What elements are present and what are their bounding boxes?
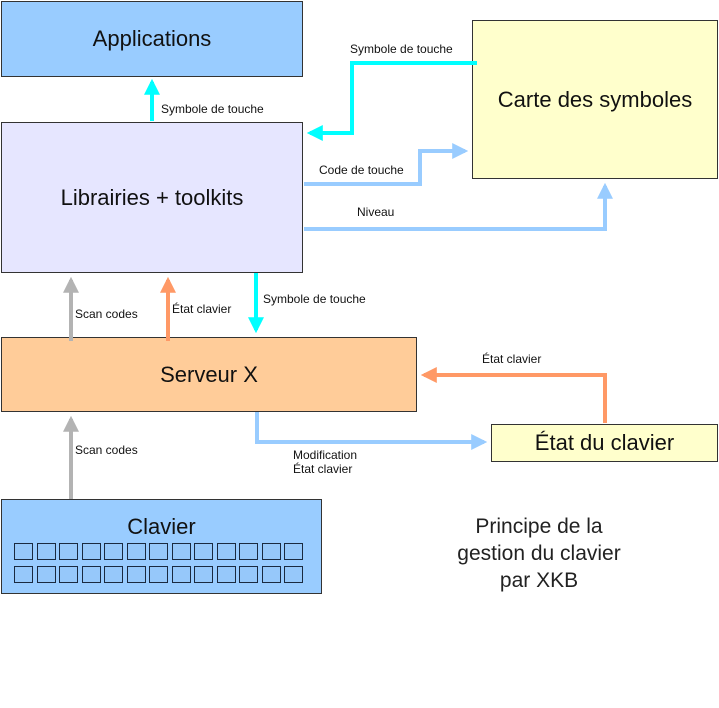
caption-line-2: gestion du clavier <box>457 542 621 565</box>
etat-clavier-label: État du clavier <box>534 430 675 455</box>
keyboard-key <box>104 566 123 583</box>
label-clavier-to-server: Scan codes <box>75 443 138 457</box>
keyboard-key <box>36 566 56 583</box>
keyboard-key <box>284 566 303 583</box>
label-lib-to-server: Symbole de touche <box>263 292 366 306</box>
keyboard-key <box>171 543 191 560</box>
keyboard-key <box>14 543 33 560</box>
label-lib-to-carte-code: Code de touche <box>319 163 404 177</box>
keyboard-key <box>216 543 236 560</box>
label-server-to-etat-1: Modification <box>293 448 357 462</box>
arrow-lib-to-carte-code <box>304 143 469 186</box>
keyboard-key <box>36 543 56 560</box>
keyboard-key <box>171 566 191 583</box>
carte-symboles-box: Carte des symboles <box>472 20 718 179</box>
label-lib-to-apps: Symbole de touche <box>161 102 264 116</box>
keyboard-key <box>149 543 168 560</box>
label-carte-to-lib: Symbole de touche <box>350 42 453 56</box>
serveur-x-label: Serveur X <box>160 361 258 387</box>
keyboard-key <box>194 566 213 583</box>
arrow-server-to-etat <box>255 412 488 450</box>
libraries-label: Librairies + toolkits <box>60 184 244 210</box>
keyboard-key <box>126 543 146 560</box>
keyboard-key <box>104 543 123 560</box>
keyboard-key <box>149 566 168 583</box>
carte-symboles-label: Carte des symboles <box>497 86 693 112</box>
keyboard-key <box>239 566 258 583</box>
diagram-caption: Principe de la gestion du clavier par XK… <box>430 513 648 594</box>
keyboard-key <box>261 566 281 583</box>
label-server-to-etat-2: État clavier <box>293 461 352 476</box>
label-etat-to-server: État clavier <box>482 351 541 366</box>
keyboard-key <box>239 543 258 560</box>
keyboard-key <box>81 566 101 583</box>
applications-label: Applications <box>92 26 212 51</box>
etat-clavier-box: État du clavier <box>491 424 718 462</box>
keyboard-key <box>126 566 146 583</box>
serveur-x-box: Serveur X <box>1 337 417 412</box>
keyboard-key <box>81 543 101 560</box>
keyboard-key <box>59 566 78 583</box>
arrow-etat-to-server <box>420 367 607 423</box>
caption-line-3: par XKB <box>499 569 579 592</box>
keyboard-key <box>194 543 213 560</box>
label-server-to-lib-etat: État clavier <box>172 301 231 316</box>
label-lib-to-carte-niveau: Niveau <box>357 205 394 219</box>
arrow-carte-to-lib <box>306 61 477 141</box>
keyboard-key <box>216 566 236 583</box>
keyboard-key <box>14 566 33 583</box>
keyboard-key <box>59 543 78 560</box>
arrow-lib-to-carte-niveau <box>304 182 613 231</box>
keyboard-key <box>284 543 303 560</box>
clavier-label: Clavier <box>127 514 196 539</box>
caption-line-1: Principe de la <box>475 515 603 538</box>
keyboard-key <box>261 543 281 560</box>
label-server-to-lib-scan: Scan codes <box>75 307 138 321</box>
libraries-box: Librairies + toolkits <box>1 122 303 273</box>
applications-box: Applications <box>1 1 303 77</box>
